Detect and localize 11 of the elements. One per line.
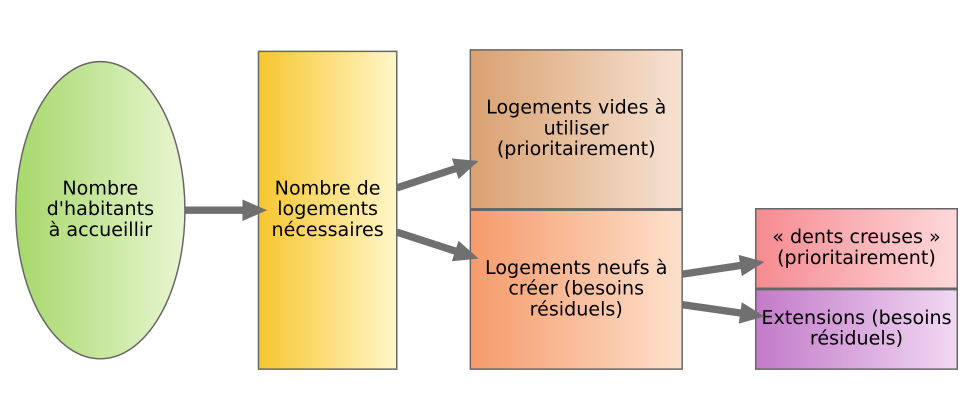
arrow bbox=[395, 158, 478, 192]
arrow bbox=[395, 228, 478, 262]
node-box: « dents creuses » (prioritairement) bbox=[754, 208, 958, 289]
node-ellipse: Nombre d'habitants à accueillir bbox=[14, 60, 186, 360]
arrow bbox=[682, 254, 764, 278]
node-box: Logements vides à utiliser (prioritairement) bbox=[469, 49, 682, 210]
node-box: Extensions (besoins résiduels) bbox=[754, 288, 958, 370]
arrow bbox=[682, 301, 764, 324]
arrow bbox=[184, 199, 267, 221]
node-box: Logements neufs à créer (besoins résiduels) bbox=[469, 210, 682, 370]
node-box: Nombre de logements nécessaires bbox=[257, 50, 397, 370]
